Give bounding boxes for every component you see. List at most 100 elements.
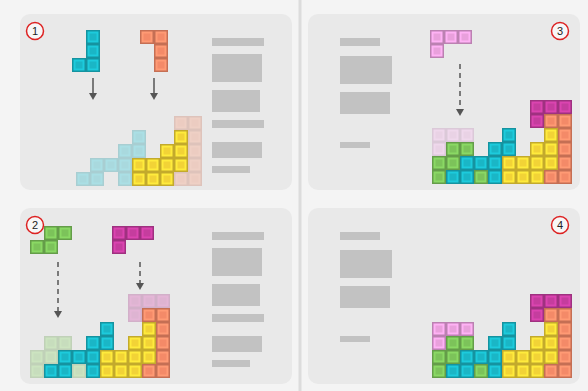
tetris-block — [502, 322, 516, 336]
block-edge — [474, 364, 488, 378]
block-centre — [118, 368, 125, 375]
tetris-block — [112, 240, 126, 254]
block-edge — [140, 30, 154, 44]
block-face — [476, 366, 487, 377]
tetris-block — [156, 308, 170, 322]
tetris-block — [142, 294, 156, 308]
block-edge — [188, 158, 202, 172]
callout-circle — [552, 23, 569, 40]
block-edge — [90, 172, 104, 186]
block-edge — [446, 142, 460, 156]
block-edge — [544, 142, 558, 156]
block-edge — [544, 294, 558, 308]
block-centre — [122, 148, 129, 155]
block-face — [142, 228, 153, 239]
block-face — [128, 228, 139, 239]
tetris-block — [432, 364, 446, 378]
block-face — [460, 32, 471, 43]
block-edge — [544, 308, 558, 322]
block-centre — [548, 132, 555, 139]
tetris-block — [58, 336, 72, 350]
block-centre — [562, 160, 569, 167]
block-edge — [30, 240, 44, 254]
tetris-block — [516, 350, 530, 364]
block-centre — [506, 160, 513, 167]
tetris-block — [100, 350, 114, 364]
block-face — [546, 144, 557, 155]
block-edge — [156, 308, 170, 322]
block-edge — [530, 364, 544, 378]
block-face — [448, 144, 459, 155]
block-centre — [534, 340, 541, 347]
tetris-block — [460, 336, 474, 350]
block-centre — [562, 118, 569, 125]
block-face — [74, 60, 85, 71]
block-edge — [558, 170, 572, 184]
tetris-block — [488, 156, 502, 170]
block-edge — [474, 350, 488, 364]
block-edge — [142, 350, 156, 364]
block-centre — [534, 146, 541, 153]
callout-circle — [27, 23, 44, 40]
block-face — [504, 172, 515, 183]
tetris-block — [530, 114, 544, 128]
block-centre — [132, 298, 139, 305]
callout-number: 3 — [551, 22, 569, 40]
block-centre — [534, 104, 541, 111]
block-face — [504, 338, 515, 349]
tetris-block — [502, 142, 516, 156]
block-face — [148, 174, 159, 185]
block-edge — [128, 308, 142, 322]
block-edge — [488, 170, 502, 184]
tetris-block — [544, 308, 558, 322]
tetris-block — [132, 130, 146, 144]
block-face — [448, 130, 459, 141]
block-face — [190, 174, 201, 185]
block-face — [134, 146, 145, 157]
text-placeholder — [212, 54, 262, 82]
tetris-block — [128, 294, 142, 308]
tetris-block — [132, 172, 146, 186]
block-edge — [432, 364, 446, 378]
tetris-block — [156, 336, 170, 350]
block-face — [74, 352, 85, 363]
block-edge — [488, 364, 502, 378]
block-face — [120, 174, 131, 185]
text-placeholder — [212, 360, 250, 367]
block-face — [448, 172, 459, 183]
block-centre — [160, 368, 167, 375]
block-centre — [136, 148, 143, 155]
tetris-block — [128, 336, 142, 350]
block-edge — [446, 128, 460, 142]
block-centre — [562, 340, 569, 347]
tetris-block — [174, 130, 188, 144]
block-face — [434, 366, 445, 377]
block-centre — [178, 162, 185, 169]
tetris-block — [156, 322, 170, 336]
block-edge — [558, 322, 572, 336]
block-edge — [544, 364, 558, 378]
block-edge — [460, 364, 474, 378]
block-edge — [530, 308, 544, 322]
block-face — [144, 352, 155, 363]
block-face — [532, 296, 543, 307]
text-placeholder — [212, 142, 262, 158]
block-centre — [506, 174, 513, 181]
tetris-block — [460, 350, 474, 364]
block-face — [532, 310, 543, 321]
block-face — [546, 116, 557, 127]
block-face — [130, 338, 141, 349]
tetris-block — [114, 364, 128, 378]
arrow-head — [456, 109, 464, 116]
block-centre — [450, 132, 457, 139]
block-edge — [516, 350, 530, 364]
callout-number: 4 — [551, 216, 569, 234]
block-face — [490, 144, 501, 155]
block-edge — [446, 350, 460, 364]
block-face — [546, 366, 557, 377]
block-face — [532, 102, 543, 113]
block-edge — [502, 142, 516, 156]
block-face — [448, 352, 459, 363]
tetris-block — [142, 322, 156, 336]
block-edge — [112, 240, 126, 254]
